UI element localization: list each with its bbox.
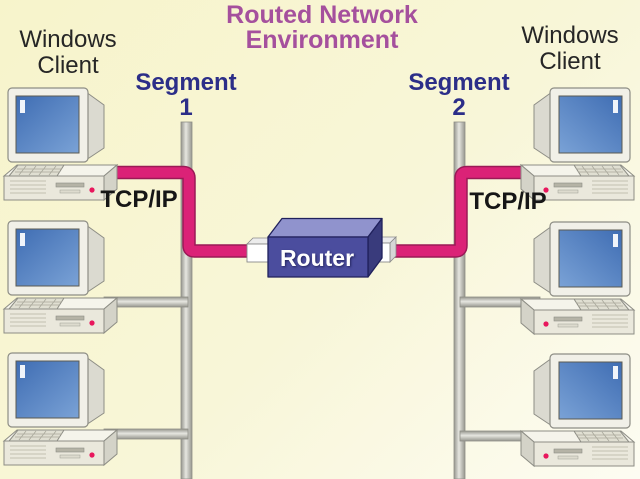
title-line-1: Routed Network (226, 1, 418, 29)
title-line-2: Environment (245, 26, 399, 54)
router-label: Router (279, 244, 355, 271)
diagram-title: Routed Network Environment (192, 3, 452, 53)
windows-client-label-right: Windows Client (510, 23, 630, 75)
windows-client-label-left: Windows Client (8, 27, 128, 79)
client-computer-icon (3, 87, 118, 201)
segment-2-number: 2 (452, 94, 466, 121)
client-computer-icon (3, 220, 118, 334)
client-left-line-2: Client (37, 52, 99, 79)
tcpip-link-right (384, 167, 538, 257)
router-front-face (267, 236, 369, 278)
tcpip-label-right: TCP/IP (469, 188, 547, 215)
segment-1-name: Segment (135, 69, 237, 96)
client-right-line-2: Client (539, 48, 601, 75)
client-computer-icon (520, 353, 635, 467)
segment-1-number: 1 (179, 94, 193, 121)
client-computer-icon (520, 221, 635, 335)
client-computer-icon (3, 352, 118, 466)
tcpip-link-left (102, 167, 256, 257)
router-icon (267, 217, 383, 278)
tcpip-label-left: TCP/IP (100, 186, 178, 213)
segment-2-name: Segment (408, 69, 510, 96)
segment-1-label: Segment 1 (126, 70, 246, 120)
segment-2-label: Segment 2 (399, 70, 519, 120)
router-top-face (267, 217, 383, 238)
client-computer-icon (520, 87, 635, 201)
client-right-line-1: Windows (521, 22, 619, 49)
client-left-line-1: Windows (19, 26, 117, 53)
